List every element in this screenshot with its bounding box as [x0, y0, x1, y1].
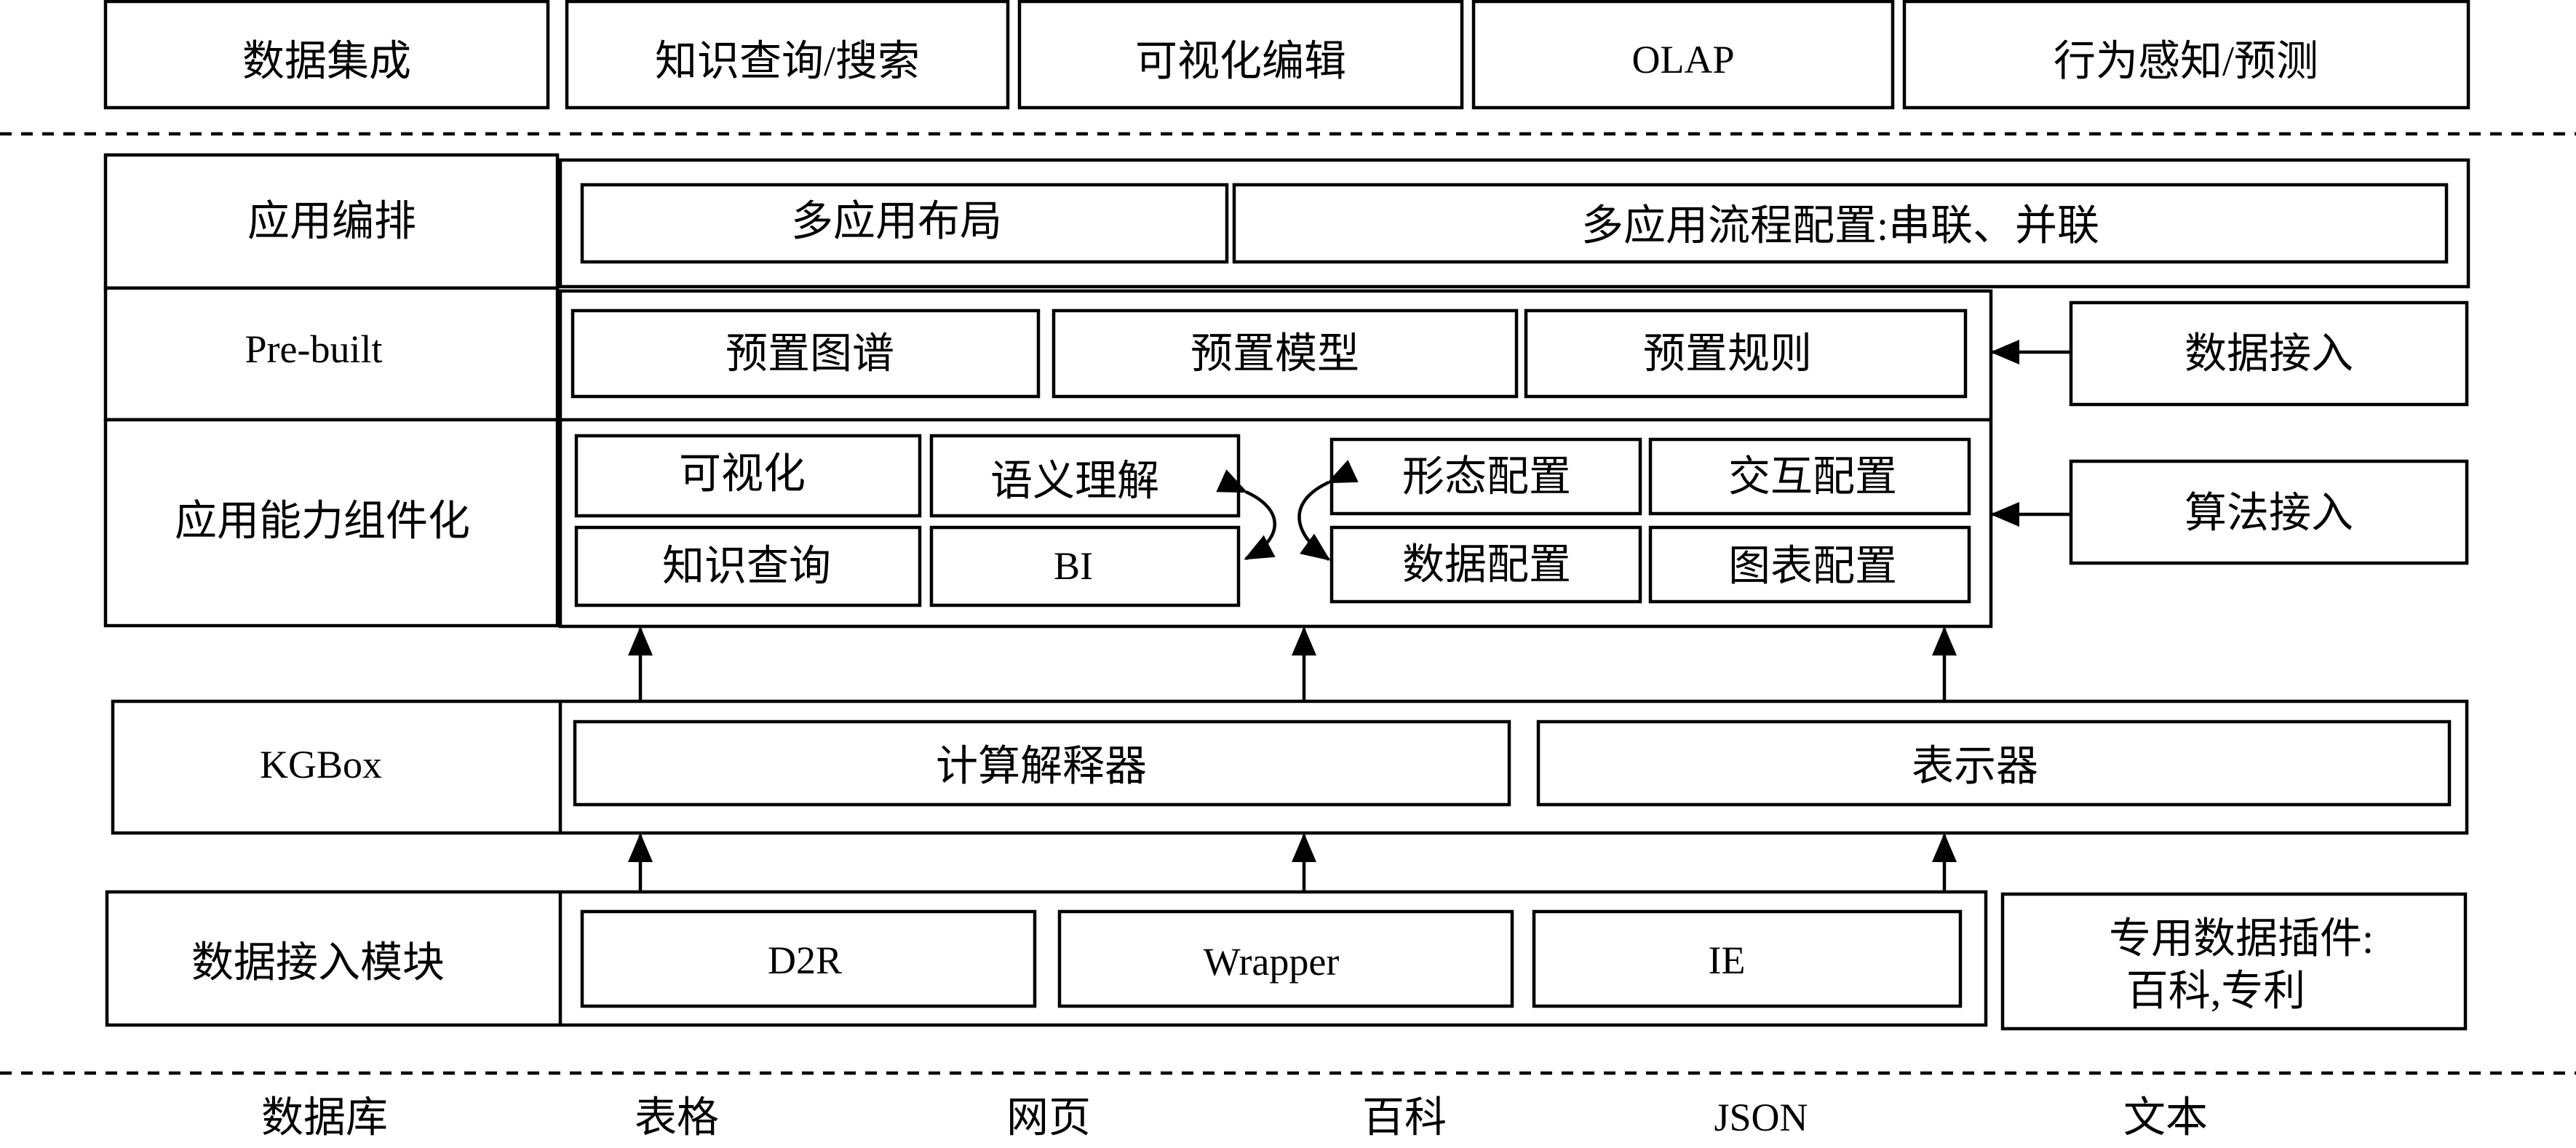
- prebuilt-label-graph: 预置图谱: [726, 330, 894, 378]
- orchestration-box-layout: [580, 183, 1229, 264]
- top-box-olap: [1471, 0, 1895, 110]
- source-encyclopedia: 百科: [1362, 1094, 1447, 1141]
- kgbox-box-representer: [1536, 720, 2452, 807]
- layer-label-prebuilt: Pre-built: [245, 327, 383, 371]
- layer-label-box-components: [103, 418, 560, 628]
- layer-orchestration: 多应用布局 多应用流程配置:串联、并联: [558, 158, 2470, 289]
- orchestration-box-flow: [1232, 183, 2449, 264]
- layer-label-box-prebuilt: [103, 286, 560, 422]
- kgbox-box-interpreter: [573, 720, 1511, 807]
- prebuilt-box-graph: [571, 308, 1041, 399]
- source-text: 文本: [2123, 1094, 2208, 1141]
- orchestration-label-flow: 多应用流程配置:串联、并联: [1581, 202, 2099, 250]
- data-access-box-wrapper: [1057, 909, 1514, 1008]
- prebuilt-label-rules: 预置规则: [1643, 330, 1812, 378]
- source-table: 表格: [635, 1094, 719, 1141]
- component-label-bi: BI: [1054, 544, 1093, 588]
- layer-label-orchestration: 应用编排: [247, 198, 416, 245]
- layer-label-data-access: 数据接入模块: [191, 939, 445, 986]
- component-label-interaction-config: 交互配置: [1728, 453, 1897, 501]
- component-label-query: 知识查询: [662, 543, 831, 590]
- source-database: 数据库: [261, 1094, 388, 1141]
- layer-data-access: 数据接入模块 D2R Wrapper IE 专用数据插件: 百科,专利: [105, 890, 2468, 1031]
- kgbox-label-representer: 表示器: [1912, 743, 2038, 790]
- component-label-form-config: 形态配置: [1402, 453, 1571, 501]
- side-box-data-access: [2069, 300, 2469, 407]
- data-access-label-wrapper: Wrapper: [1204, 940, 1340, 984]
- component-box-visualization: [574, 434, 922, 518]
- top-label-behavior-prediction: 行为感知/预测: [2054, 38, 2318, 85]
- prebuilt-label-model: 预置模型: [1190, 330, 1359, 378]
- layer-prebuilt: 预置图谱 预置模型 预置规则: [571, 308, 1968, 399]
- orchestration-label-layout: 多应用布局: [791, 198, 1002, 245]
- data-access-label-ie: IE: [1709, 938, 1746, 982]
- component-box-data-config: [1329, 525, 1642, 604]
- component-box-bi: [929, 525, 1241, 607]
- component-box-interaction-config: [1648, 437, 1971, 516]
- cross-arrow-left: [1216, 469, 1276, 560]
- top-box-knowledge-search: [565, 0, 1010, 110]
- top-label-knowledge-search: 知识查询/搜索: [655, 38, 920, 85]
- side-box-algorithm-access: [2069, 459, 2469, 565]
- layer-kgbox: KGBox 计算解释器 表示器: [111, 699, 2469, 835]
- component-label-visualization: 可视化: [679, 450, 806, 498]
- component-box-query: [574, 525, 922, 607]
- component-label-data-config: 数据配置: [1402, 541, 1571, 589]
- prebuilt-components-frame: [558, 289, 1993, 629]
- layer-label-components: 应用能力组件化: [175, 498, 470, 545]
- side-inputs: 数据接入 算法接入: [1990, 300, 2469, 565]
- prebuilt-box-rules: [1524, 308, 1968, 399]
- layer-label-kgbox: KGBox: [260, 743, 382, 786]
- prebuilt-box-model: [1052, 308, 1519, 399]
- data-access-box-d2r: [580, 909, 1037, 1008]
- plugin-box: [2000, 892, 2468, 1031]
- kgbox-label-interpreter: 计算解释器: [936, 743, 1147, 790]
- component-box-semantic: [929, 434, 1241, 518]
- component-label-semantic: 语义理解: [990, 458, 1159, 505]
- component-box-chart-config: [1648, 525, 1971, 604]
- top-label-data-integration: 数据集成: [242, 38, 411, 85]
- data-access-label-d2r: D2R: [768, 938, 842, 982]
- component-label-chart-config: 图表配置: [1728, 543, 1897, 590]
- top-label-visual-editing: 可视化编辑: [1135, 38, 1346, 85]
- top-box-visual-editing: [1017, 0, 1464, 110]
- side-label-algorithm-access: 算法接入: [2185, 490, 2353, 537]
- layer-label-box-orchestration: [103, 153, 560, 290]
- plugin-label-line2: 百科,专利: [2126, 968, 2306, 1015]
- top-label-olap: OLAP: [1631, 38, 1734, 81]
- cross-arrow-right: [1297, 460, 1359, 561]
- top-application-bar: 数据集成 知识查询/搜索 可视化编辑 OLAP 行为感知/预测: [103, 0, 2470, 110]
- source-webpage: 网页: [1006, 1094, 1091, 1141]
- source-json: JSON: [1714, 1096, 1808, 1139]
- orchestration-frame: [558, 158, 2470, 289]
- plugin-label-line1: 专用数据插件:: [2109, 915, 2374, 962]
- data-sources-row: 数据库 表格 网页 百科 JSON 文本: [261, 1094, 2208, 1141]
- top-box-data-integration: [103, 0, 550, 110]
- data-access-box-ie: [1532, 909, 1963, 1008]
- left-layer-labels: 应用编排 Pre-built 应用能力组件化: [103, 153, 560, 628]
- layer-components: 可视化 语义理解 知识查询 BI 形态配置 交互配置 数据配置 图表配置: [574, 434, 1971, 607]
- top-box-behavior-prediction: [1902, 0, 2470, 110]
- side-label-data-access: 数据接入: [2185, 330, 2353, 378]
